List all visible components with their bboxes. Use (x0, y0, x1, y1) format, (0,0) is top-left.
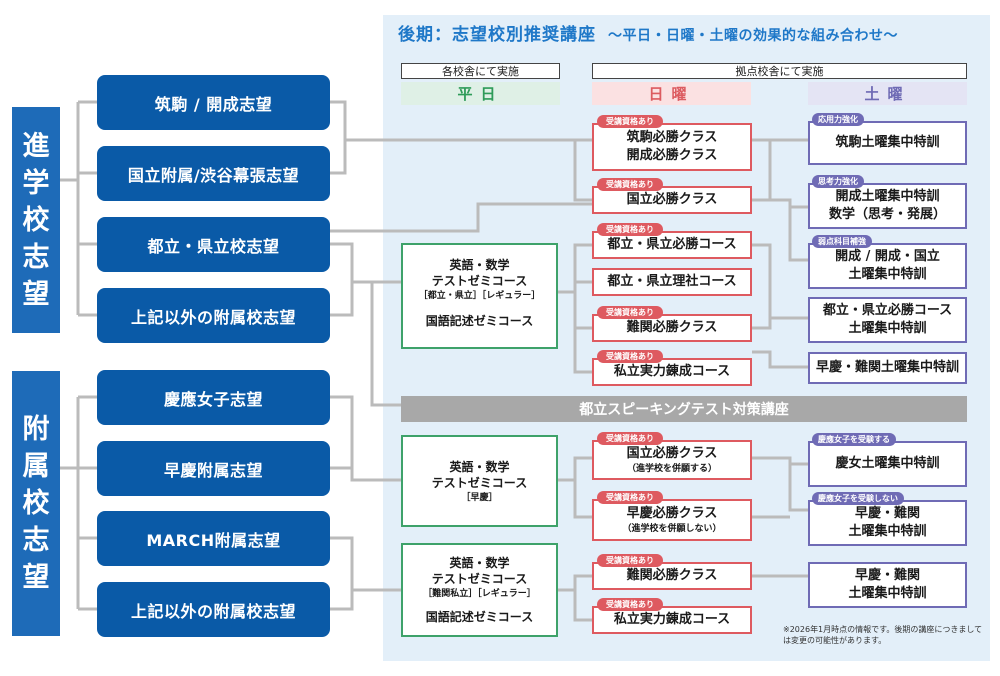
course-line: 英語・数学 (449, 258, 510, 272)
saturday-course-soukei-nankan-3: 早慶・難関 土曜集中特訓 (808, 562, 967, 608)
course-tag: ［都立・県立］［レギュラー］ (418, 291, 541, 301)
category-label: 附属校志望 (22, 414, 50, 593)
course-line: 私立実力錬成コース (613, 364, 731, 379)
title-sub: 〜平日・日曜・土曜の効果的な組み合わせ〜 (608, 28, 898, 44)
header-hub-school: 拠点校舎にて実施 (592, 63, 967, 79)
sunday-course-toritsu-risha: 都立・県立理社コース (592, 268, 752, 296)
saturday-course-keijo: 慶女土曜集中特訓 (808, 441, 967, 487)
qualification-tag: 受講資格あり (597, 598, 663, 611)
course-line: 難関必勝クラス (626, 568, 718, 583)
course-line: 私立実力錬成コース (613, 612, 731, 627)
source-other-fuzoku: 上記以外の附属校志望 (97, 288, 330, 343)
source-march-fuzoku: MARCH附属志望 (97, 511, 330, 566)
course-line: 早慶・難関 (854, 506, 920, 521)
course-line: 難関必勝クラス (626, 320, 718, 335)
course-line: 開成土曜集中特訓 (835, 189, 940, 204)
sunday-course-toritsu-hissho: 都立・県立必勝コース (592, 231, 752, 259)
source-other-fuzoku-2: 上記以外の附属校志望 (97, 582, 330, 637)
course-extra: 国語記述ゼミコース (425, 314, 534, 328)
source-keio-joshi: 慶應女子志望 (97, 370, 330, 425)
sunday-course-kokuritsu-heigan: 国立必勝クラス （進学校を併願する） (592, 440, 752, 480)
course-line: 早慶・難関 (854, 568, 920, 583)
source-soukei-fuzoku: 早慶附属志望 (97, 441, 330, 496)
category-shingakko: 進学校志望 (12, 107, 60, 333)
saturday-course-kaisei-kokuritsu: 開成 / 開成・国立 土曜集中特訓 (808, 243, 967, 289)
course-tag: ［早慶］ (461, 493, 498, 503)
course-line: 国立必勝クラス (626, 192, 718, 207)
source-toritsu-kenritsu: 都立・県立校志望 (97, 217, 330, 272)
qualification-tag: 受講資格あり (597, 491, 663, 504)
saturday-course-toritsu: 都立・県立必勝コース 土曜集中特訓 (808, 297, 967, 343)
header-weekday: 平日 (401, 82, 560, 105)
course-tag: ［難関私立］［レギュラー］ (423, 589, 536, 599)
course-line: 土曜集中特訓 (848, 524, 927, 539)
weekday-course-toritsu: 英語・数学 テストゼミコース ［都立・県立］［レギュラー］ 国語記述ゼミコース (401, 243, 558, 349)
source-kokuritsu-shibumaku: 国立附属/渋谷幕張志望 (97, 146, 330, 201)
course-line: 都立・県立理社コース (607, 274, 737, 289)
saturday-tag: 弱点科目補強 (812, 235, 872, 248)
course-line: テストゼミコース (431, 476, 528, 490)
saturday-course-soukei-nankan-2: 早慶・難関 土曜集中特訓 (808, 500, 967, 546)
course-line: 数学（思考・発展） (828, 207, 946, 222)
course-line: 開成必勝クラス (626, 148, 718, 163)
header-each-school: 各校舎にて実施 (401, 63, 560, 79)
saturday-course-kaisei: 開成土曜集中特訓 数学（思考・発展） (808, 183, 967, 229)
course-line: 早慶・難関土曜集中特訓 (815, 360, 959, 375)
category-fuzoku: 附属校志望 (12, 371, 60, 636)
qualification-tag: 受講資格あり (597, 115, 663, 128)
course-line: 筑駒土曜集中特訓 (835, 135, 940, 150)
course-line: 慶女土曜集中特訓 (835, 456, 940, 471)
course-line: 都立・県立必勝コース (822, 303, 953, 318)
saturday-course-tsukukoma: 筑駒土曜集中特訓 (808, 121, 967, 165)
sunday-course-tsukukoma-kaisei: 筑駒必勝クラス 開成必勝クラス (592, 123, 752, 171)
course-extra: 国語記述ゼミコース (425, 610, 534, 624)
course-line: 英語・数学 (449, 556, 510, 570)
course-line: 筑駒必勝クラス (626, 130, 718, 145)
course-line: 土曜集中特訓 (848, 321, 927, 336)
course-line: 都立・県立必勝コース (607, 237, 737, 252)
diagram-title: 後期：志望校別推奨講座〜平日・日曜・土曜の効果的な組み合わせ〜 (398, 20, 898, 45)
qualification-tag: 受講資格あり (597, 432, 663, 445)
sunday-course-soukei-hissho: 早慶必勝クラス （進学校を併願しない） (592, 499, 752, 541)
saturday-tag: 慶應女子を受験しない (812, 492, 904, 505)
course-line: テストゼミコース (431, 274, 528, 288)
header-sunday: 日曜 (592, 82, 751, 105)
sunday-course-kokuritsu: 国立必勝クラス (592, 186, 752, 214)
saturday-tag: 思考力強化 (812, 175, 864, 188)
weekday-course-nankan: 英語・数学 テストゼミコース ［難関私立］［レギュラー］ 国語記述ゼミコース (401, 543, 558, 637)
course-line: 土曜集中特訓 (848, 267, 927, 282)
course-line: 早慶必勝クラス (626, 506, 718, 521)
qualification-tag: 受講資格あり (597, 350, 663, 363)
weekday-course-soukei: 英語・数学 テストゼミコース ［早慶］ (401, 435, 558, 527)
footnote: ※2026年1月時点の情報です。後期の講座につきましては変更の可能性があります。 (783, 625, 983, 645)
course-line: テストゼミコース (431, 572, 528, 586)
sunday-course-shiritsu-jitsuryoku: 私立実力錬成コース (592, 358, 752, 386)
qualification-tag: 受講資格あり (597, 223, 663, 236)
course-note: （進学校を併願しない） (622, 524, 722, 534)
course-line: 開成 / 開成・国立 (835, 249, 940, 264)
course-line: 国立必勝クラス (626, 446, 718, 461)
course-line: 土曜集中特訓 (848, 586, 927, 601)
saturday-tag: 慶應女子を受験する (812, 433, 896, 446)
category-label: 進学校志望 (22, 130, 50, 310)
saturday-tag: 応用力強化 (812, 113, 864, 126)
course-note: （進学校を併願する） (626, 464, 717, 474)
course-line: 英語・数学 (449, 460, 510, 474)
title-main: 後期：志望校別推奨講座 (398, 25, 596, 45)
qualification-tag: 受講資格あり (597, 306, 663, 319)
speaking-test-course: 都立スピーキングテスト対策講座 (401, 396, 967, 422)
qualification-tag: 受講資格あり (597, 178, 663, 191)
header-saturday: 土曜 (808, 82, 967, 105)
qualification-tag: 受講資格あり (597, 554, 663, 567)
source-tsukukoma-kaisei: 筑駒 / 開成志望 (97, 75, 330, 130)
saturday-course-soukei-nankan: 早慶・難関土曜集中特訓 (808, 352, 967, 384)
